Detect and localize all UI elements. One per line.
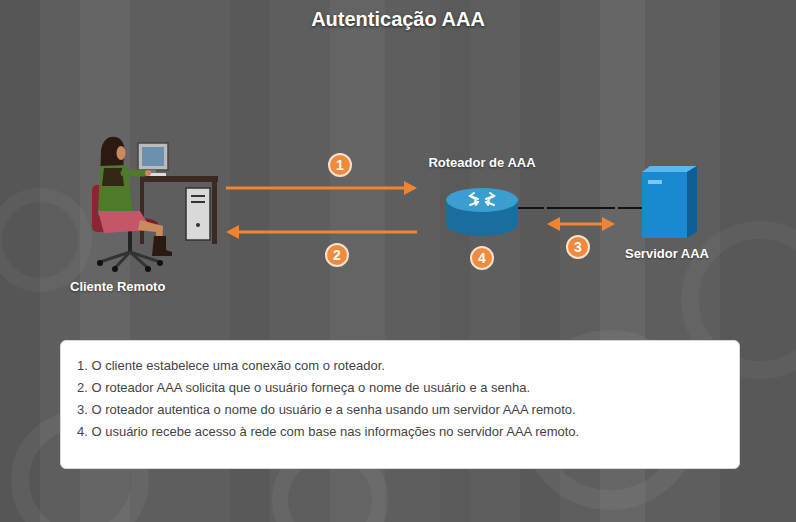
remote-client-illustration-part — [157, 260, 163, 266]
link-line — [547, 208, 615, 209]
diagram-title: Autenticação AAA — [0, 6, 796, 32]
router-icon-part-part — [470, 193, 475, 199]
connector-line — [226, 187, 406, 190]
arrowhead — [547, 217, 560, 231]
arrowhead — [404, 181, 417, 195]
auth-arrow — [547, 217, 615, 231]
node-label: Roteador de AAA — [417, 155, 547, 171]
remote-client-illustration-part — [117, 146, 126, 160]
arrowhead — [226, 225, 239, 239]
request-arrow — [226, 181, 417, 195]
node-label: Servidor AAA — [615, 246, 719, 262]
node-label: Cliente Remoto — [70, 279, 226, 295]
server-icon-part — [648, 180, 662, 184]
server-icon-part — [642, 172, 687, 238]
router-icon-part-part — [486, 202, 494, 205]
router-icon-part-part — [489, 193, 494, 199]
server-icon-part — [618, 207, 642, 209]
remote-client-illustration-part — [115, 252, 130, 268]
remote-client-illustration-part — [124, 170, 144, 177]
connector-line — [237, 231, 417, 234]
remote-client-illustration-part — [140, 176, 218, 182]
arrowhead — [602, 217, 615, 231]
callout-number: 4 — [470, 246, 494, 270]
step-text: 3. O roteador autentica o nome do usuári… — [77, 399, 723, 421]
remote-client-illustration-part — [128, 230, 132, 252]
remote-client-illustration-part — [145, 170, 151, 176]
step-text: 4. O usuário recebe acesso à rede com ba… — [77, 421, 723, 443]
remote-client-illustration-part — [138, 143, 168, 170]
steps-panel: 1. O cliente estabelece uma conexão com … — [60, 340, 740, 469]
connector-line — [558, 223, 604, 226]
server-node: Servidor AAA — [615, 163, 719, 262]
router-icon-part-part — [475, 201, 478, 205]
remote-client-illustration-part — [130, 252, 148, 268]
router-icon-part-part — [486, 201, 489, 205]
callout-number: 3 — [566, 235, 590, 259]
remote-client-illustration-part — [196, 223, 200, 227]
remote-client-illustration-part — [191, 201, 205, 203]
remote-client-illustration-part — [152, 236, 172, 256]
remote-client-illustration-part — [97, 260, 103, 266]
remote-client-illustration-part — [186, 188, 210, 240]
remote-client-illustration-part — [112, 266, 118, 272]
router-icon-part — [518, 207, 544, 209]
server-icon-part — [687, 166, 697, 238]
router-icon-part — [470, 193, 494, 205]
step-text: 2. O roteador AAA solicita que o usuário… — [77, 377, 723, 399]
remote-client-illustration-part — [100, 137, 124, 186]
remote-client-illustration-part — [102, 168, 124, 186]
remote-client-illustration-part — [191, 195, 205, 197]
remote-client-illustration — [92, 137, 218, 272]
router-icon-part — [446, 188, 518, 212]
remote-client-illustration-part — [145, 266, 151, 272]
remote-client-illustration-part — [212, 182, 217, 244]
server-icon — [618, 166, 697, 238]
client-node: Cliente Remoto — [70, 130, 226, 295]
remote-client-illustration-part — [142, 147, 164, 166]
router-icon-part-part — [470, 202, 478, 205]
step-text: 1. O cliente estabelece uma conexão com … — [77, 355, 723, 377]
prompt-arrow — [226, 225, 417, 239]
router-node: Roteador de AAA — [417, 155, 547, 240]
callout-number: 2 — [325, 243, 349, 267]
background-stripes-part — [0, 195, 85, 285]
callout-number: 1 — [328, 153, 352, 177]
router-icon — [446, 188, 544, 236]
connector-line — [547, 207, 615, 209]
